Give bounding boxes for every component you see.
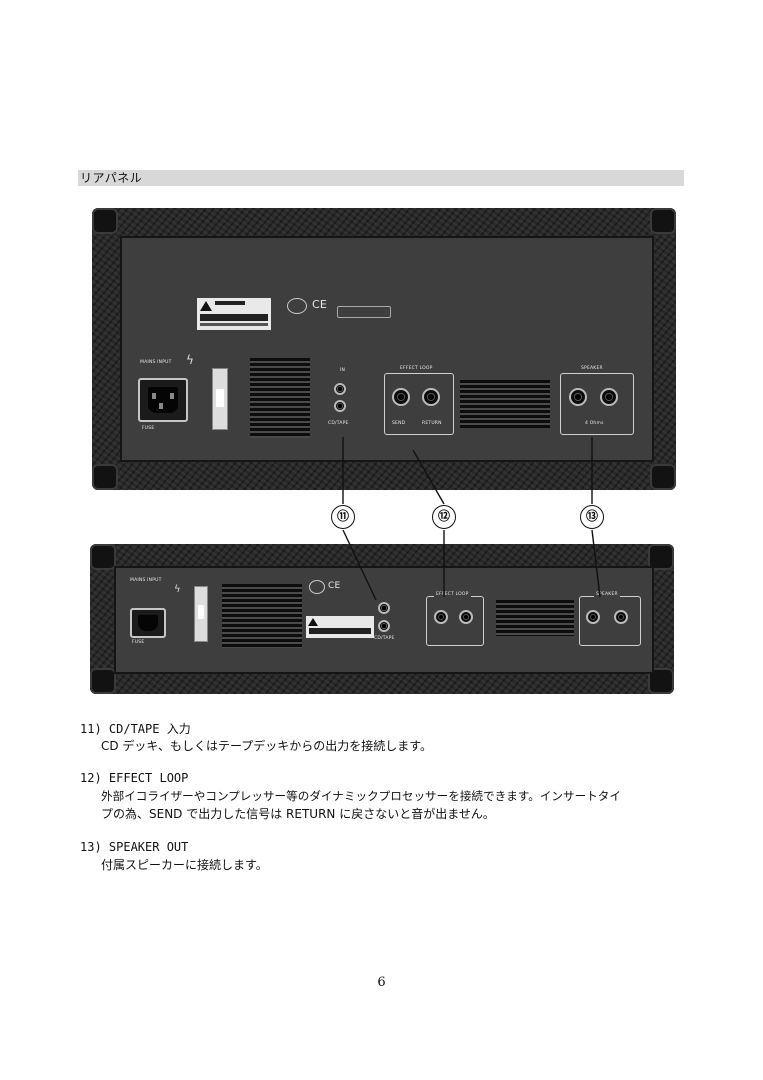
manufacturer-label <box>337 306 391 318</box>
etl-mark-icon <box>287 298 307 314</box>
rear-panel: CE MAINS INPUT FUSE ϟ IN CD/TAPE EFFECT … <box>120 236 654 462</box>
power-inlet-bottom-icon <box>130 608 166 638</box>
effect-send-jack <box>392 388 410 406</box>
callout-12: ⑫ <box>432 505 456 529</box>
ce-mark-bottom-icon: CE <box>328 581 341 591</box>
lightning-bolt-icon: ϟ <box>186 353 194 367</box>
item-11-desc: CD デッキ、もしくはテープデッキからの出力を接続します。 <box>101 739 433 753</box>
warning-label <box>197 298 271 330</box>
item-11-title: 11) CD/TAPE 入力 <box>80 722 191 736</box>
speaker-box <box>560 373 634 435</box>
voltage-select-switch <box>212 368 228 430</box>
effect-return-jack <box>422 388 440 406</box>
speaker-out-jack-2 <box>600 388 618 406</box>
rear-panel-bottom: MAINS INPUT FUSE ϟ CE CD/TAPE EFFECT LOO… <box>114 566 654 674</box>
callout-11: ⑪ <box>331 505 355 529</box>
item-12-desc-line2: プの為、SEND で出力した信号は RETURN に戻さないと音が出ません。 <box>101 807 495 821</box>
effect-return-jack-bottom <box>459 610 473 624</box>
item-13-desc: 付属スピーカーに接続します。 <box>101 858 268 872</box>
rear-panel-photo-bottom: MAINS INPUT FUSE ϟ CE CD/TAPE EFFECT LOO… <box>90 544 674 694</box>
cd-tape-input-jack-bottom-l <box>378 602 390 614</box>
section-heading: リアパネル <box>78 170 684 186</box>
warning-label-bottom <box>306 616 374 638</box>
cd-tape-input-jack-bottom-r <box>378 620 390 632</box>
ce-mark-icon: CE <box>312 298 328 311</box>
speaker-out-jack-bottom-1 <box>586 610 600 624</box>
page-number: 6 <box>377 975 386 990</box>
voltage-select-switch-bottom <box>194 586 208 642</box>
item-12-title: 12) EFFECT LOOP <box>80 771 189 785</box>
effect-send-jack-bottom <box>434 610 448 624</box>
vent-grille-mid-bottom <box>496 600 574 636</box>
item-12-desc-line1: 外部イコライザーやコンプレッサー等のダイナミックプロセッサーを接続できます。イン… <box>101 789 621 803</box>
power-inlet-icon <box>138 378 188 422</box>
speaker-out-jack-1 <box>569 388 587 406</box>
cd-tape-input-jack-l <box>334 383 346 395</box>
warning-triangle-icon <box>200 301 212 311</box>
item-13-title: 13) SPEAKER OUT <box>80 840 189 854</box>
vent-grille-bottom <box>222 584 302 648</box>
effect-loop-box <box>384 373 454 435</box>
cd-tape-input-jack-r <box>334 400 346 412</box>
lightning-bolt-bottom-icon: ϟ <box>174 584 181 595</box>
vent-grille <box>250 358 310 438</box>
callout-13: ⑬ <box>580 505 604 529</box>
rear-panel-photo-top: CE MAINS INPUT FUSE ϟ IN CD/TAPE EFFECT … <box>92 208 676 490</box>
vent-grille-mid <box>460 380 550 428</box>
etl-mark-bottom-icon <box>309 580 325 594</box>
speaker-out-jack-bottom-2 <box>614 610 628 624</box>
